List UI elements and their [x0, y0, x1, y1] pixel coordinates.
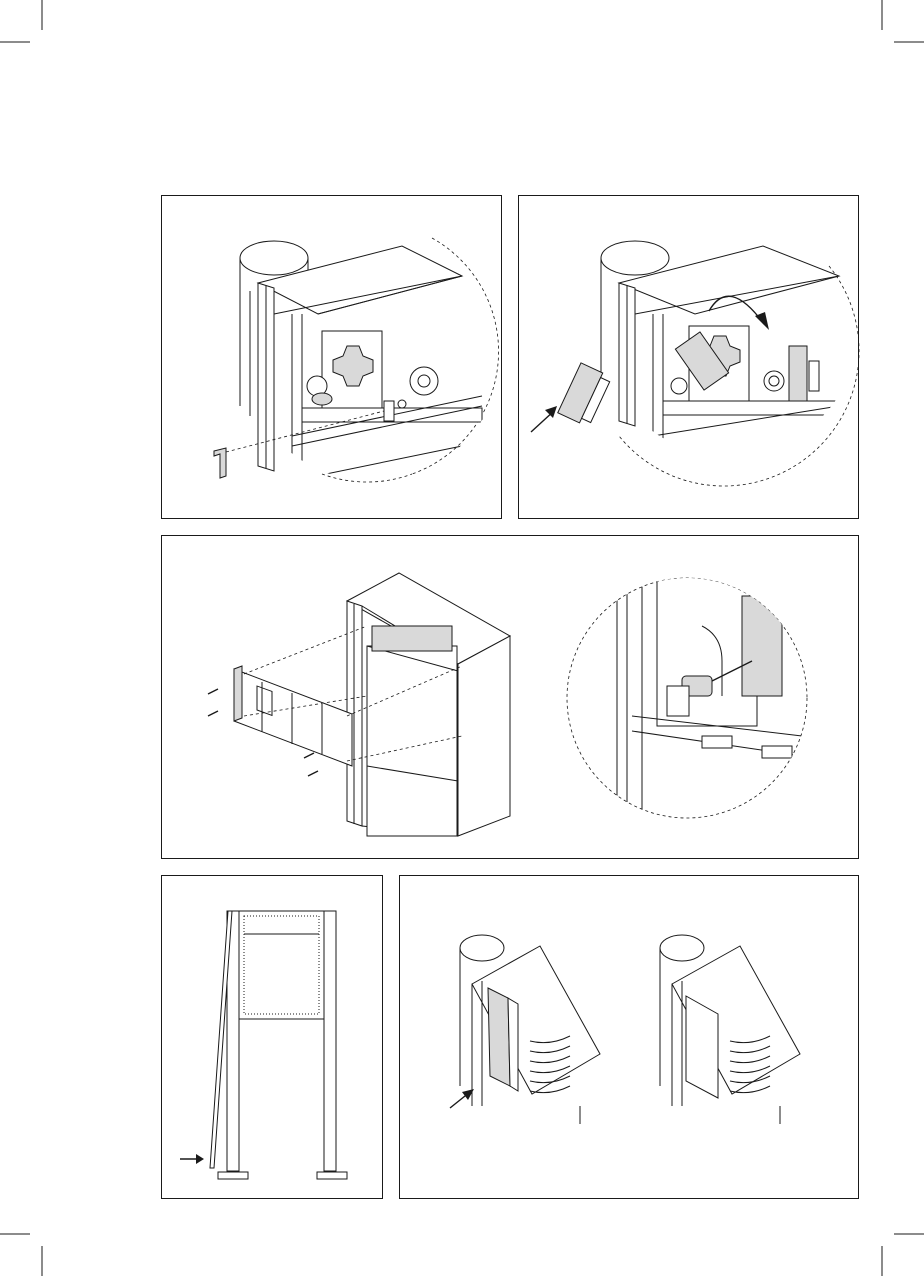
unit-closed [660, 935, 800, 1124]
front-frame [234, 666, 352, 766]
hex-key-icon [214, 448, 226, 478]
unit-open [450, 935, 600, 1124]
step-b-panel [518, 195, 859, 519]
insert-module [558, 363, 612, 427]
step-c-panel [161, 535, 859, 859]
step-a-panel [161, 195, 502, 519]
step-d-illustration [162, 876, 384, 1200]
step-a-illustration [162, 196, 503, 520]
step-e-panel [399, 875, 859, 1199]
front-cover-open [488, 988, 510, 1086]
front-cover-closed [686, 996, 718, 1098]
step-b-illustration [519, 196, 860, 520]
step-e-illustration [400, 876, 860, 1200]
step-d-panel [161, 875, 383, 1199]
step-c-illustration [162, 536, 860, 860]
